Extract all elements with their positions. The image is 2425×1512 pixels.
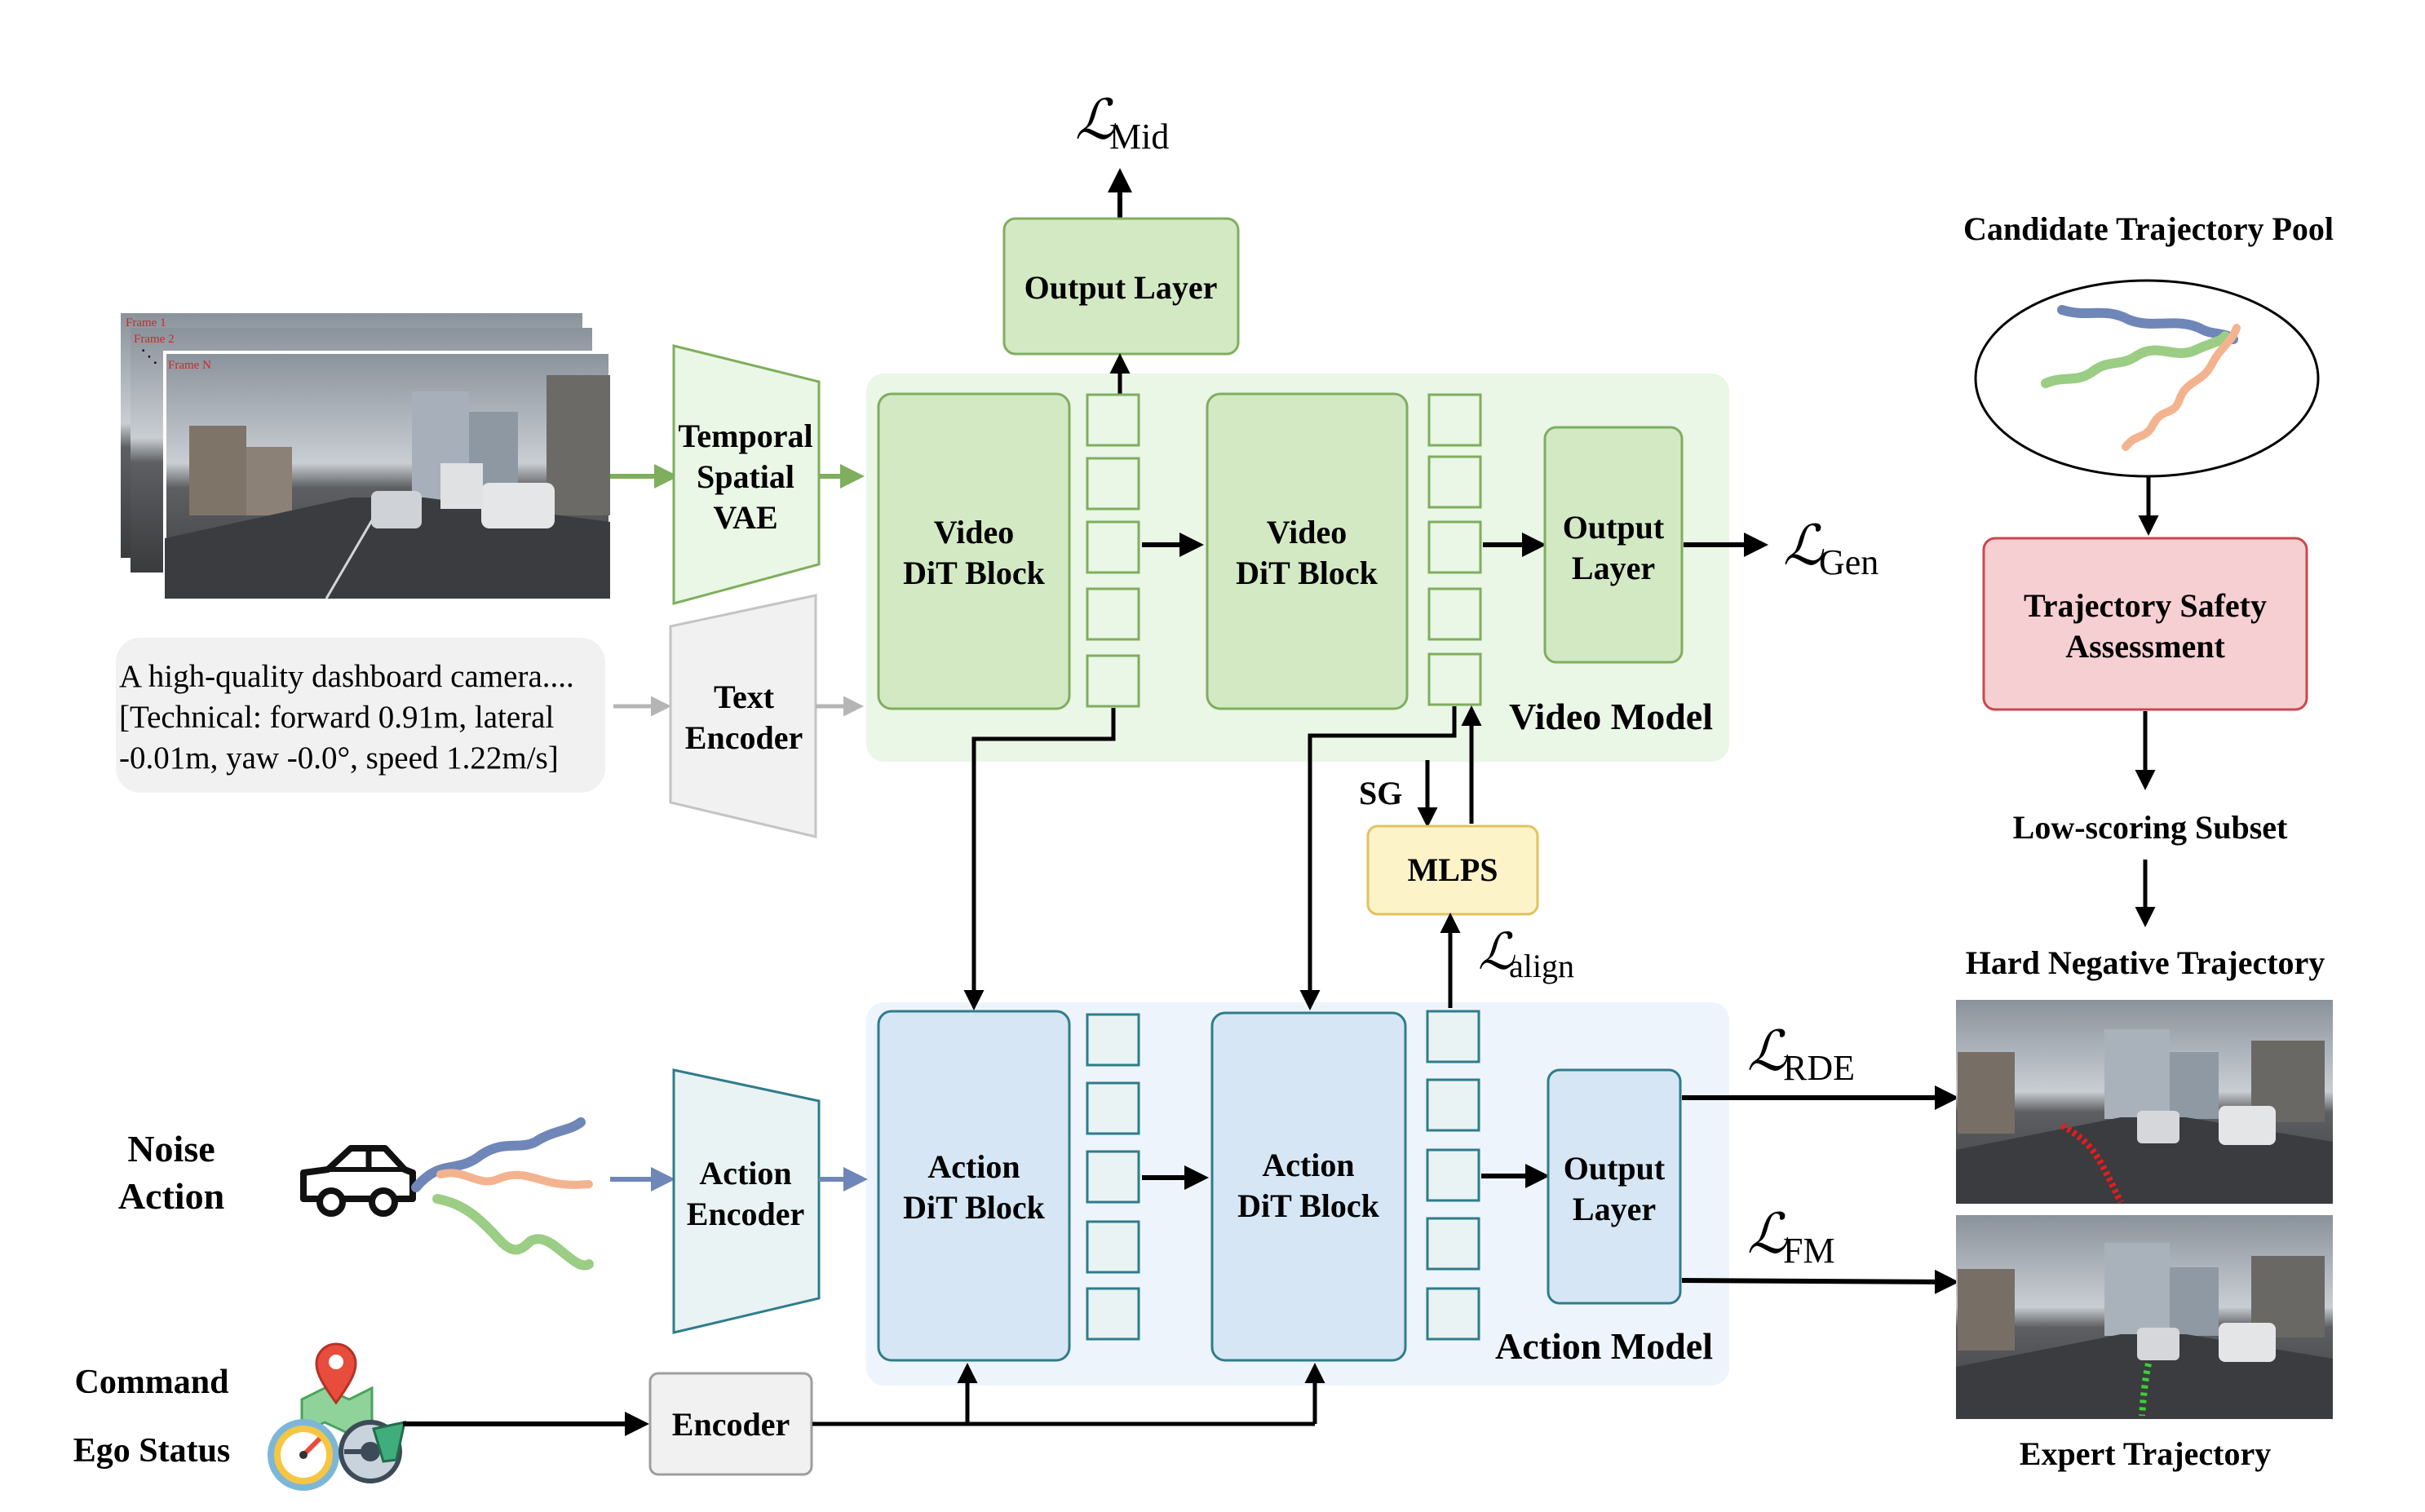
action-dit-block-2: [1210, 1011, 1407, 1362]
arrow-video-tokens-to-action-block-1: [963, 708, 1116, 1010]
loss-fm-symbol: ℒ: [1747, 1203, 1789, 1265]
noise-action-line-2: Action: [118, 1175, 224, 1217]
action-dit-block-2-line-1: Action: [1262, 1147, 1354, 1183]
low-scoring-label: Low-scoring Subset: [2013, 809, 2288, 846]
text-encoder-line-1: Text: [714, 679, 775, 715]
loss-gen: ℒ Gen: [1783, 515, 1878, 582]
arrow-action-output-to-expert: [1681, 1269, 1959, 1294]
video-dit-block-2-line-1: Video: [1267, 514, 1347, 550]
action-encoder-line-2: Encoder: [687, 1196, 804, 1232]
video-dit-block-1-line-1: Video: [934, 514, 1015, 550]
vae-line-2: Spatial: [697, 458, 794, 495]
noise-action-line-1: Noise: [127, 1128, 215, 1169]
video-dit-block-2: [1206, 392, 1409, 710]
text-encoder-box: [669, 594, 817, 838]
video-dit-block-1-line-2: DiT Block: [903, 555, 1046, 591]
speedometer-icon: [268, 1419, 339, 1491]
loss-rde-symbol: ℒ: [1747, 1020, 1789, 1082]
action-dit-block-1: [877, 1010, 1071, 1362]
loss-align: ℒ align: [1478, 925, 1574, 984]
video-dit-block-1: [877, 392, 1071, 710]
safety-line-1: Trajectory Safety: [2024, 587, 2267, 624]
loss-rde: ℒ RDE: [1747, 1020, 1855, 1088]
video-model-title: Video Model: [1509, 696, 1713, 737]
action-dit-block-1-line-1: Action: [927, 1148, 1020, 1185]
frame-label-n: Frame N: [168, 359, 211, 372]
video-output-line-2: Layer: [1572, 550, 1655, 586]
noise-trajectories-icon: [411, 1117, 594, 1271]
vae-box: [672, 344, 821, 605]
video-dit-block-2-line-2: DiT Block: [1236, 555, 1378, 591]
steering-wheel-icon: [339, 1420, 406, 1483]
loss-align-subscript: align: [1509, 948, 1574, 984]
mlps-label: MLPS: [1407, 851, 1498, 888]
video-output-layer: [1543, 426, 1684, 664]
encoder-label: Encoder: [672, 1406, 790, 1443]
prompt-line-3: -0.01m, yaw -0.0°, speed 1.22m/s]: [119, 741, 559, 776]
video-frames-stack: Frame 1 Frame 2 ⋱ Frame N: [121, 313, 612, 600]
expert-image: [1956, 1215, 2333, 1419]
safety-assessment-box: [1982, 537, 2308, 711]
prompt-box: [116, 638, 605, 793]
command-label: Command: [74, 1364, 228, 1401]
loss-mid: ℒ Mid: [1075, 89, 1169, 157]
video-token-column-2: [1427, 393, 1482, 706]
sg-label: SG: [1359, 775, 1402, 811]
expert-label: Expert Trajectory: [2020, 1435, 2271, 1472]
loss-mid-subscript: Mid: [1109, 117, 1169, 157]
frame-label-1: Frame 1: [126, 316, 166, 329]
arrow-video-tokens-to-action-block-2: [1299, 706, 1457, 1010]
hard-negative-label: Hard Negative Trajectory: [1966, 944, 2325, 981]
action-token-column-2: [1426, 1010, 1480, 1341]
video-output-line-1: Output: [1563, 509, 1665, 546]
loss-fm-subscript: FM: [1783, 1231, 1835, 1271]
loss-fm: ℒ FM: [1747, 1203, 1835, 1271]
ego-status-label: Ego Status: [73, 1432, 231, 1470]
frame-ellipsis: ⋱: [140, 346, 158, 366]
frame-label-2: Frame 2: [134, 333, 175, 346]
action-model-title: Action Model: [1495, 1325, 1713, 1367]
action-encoder-box: [672, 1068, 821, 1334]
action-dit-block-1-line-2: DiT Block: [903, 1189, 1046, 1226]
action-output-layer: [1547, 1068, 1682, 1305]
candidate-pool-ellipse: [1974, 279, 2320, 478]
hard-negative-image: [1956, 1000, 2333, 1204]
car-icon: [300, 1145, 416, 1217]
video-token-column-1: [1086, 393, 1140, 708]
prompt-line-1: A high-quality dashboard camera....: [119, 659, 574, 694]
loss-mid-symbol: ℒ: [1075, 89, 1117, 151]
loss-gen-symbol: ℒ: [1783, 515, 1825, 577]
safety-line-2: Assessment: [2065, 628, 2225, 665]
loss-gen-subscript: Gen: [1819, 542, 1878, 582]
action-dit-block-2-line-2: DiT Block: [1237, 1187, 1380, 1224]
top-output-layer-label: Output Layer: [1024, 269, 1218, 306]
action-encoder-line-1: Action: [699, 1155, 791, 1191]
action-token-column-1: [1086, 1013, 1140, 1341]
encoder-box: [648, 1372, 813, 1476]
loss-rde-subscript: RDE: [1783, 1048, 1855, 1088]
action-output-line-2: Layer: [1573, 1191, 1656, 1227]
vae-line-3: VAE: [713, 499, 777, 536]
candidate-pool-title: Candidate Trajectory Pool: [1963, 210, 2334, 247]
candidate-trajectories-icon: [2041, 305, 2241, 451]
loss-align-symbol: ℒ: [1478, 925, 1516, 980]
text-encoder-line-2: Encoder: [685, 719, 803, 756]
prompt-line-2: [Technical: forward 0.91m, lateral: [119, 700, 554, 735]
action-output-line-1: Output: [1564, 1150, 1666, 1187]
vae-line-1: Temporal: [678, 418, 812, 454]
